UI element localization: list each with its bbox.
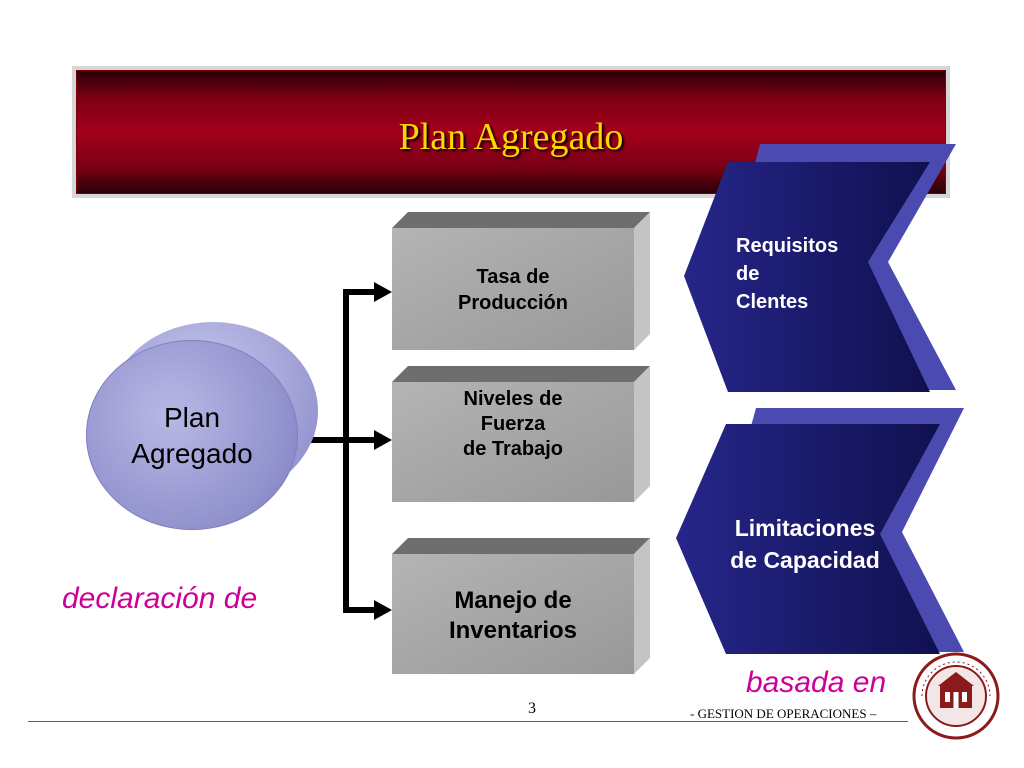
chevron-requisitos-line3: Clentes (736, 291, 809, 313)
chevron-requisitos-line1: Requisitos (736, 235, 839, 257)
box-niveles-label: Niveles de Fuerza de Trabajo (392, 387, 634, 462)
box-manejo-line2: Inventarios (448, 617, 578, 644)
box-niveles-fuerza (392, 366, 650, 502)
footer-course-label: - GESTION DE OPERACIONES – (690, 706, 877, 721)
disc-label-line1: Plan (163, 402, 221, 433)
box-tasa-label: Tasa de Producción (392, 264, 634, 316)
chevron-requisitos-label: Requisitos de Clentes (736, 232, 838, 316)
chevron-limitaciones-label: Limitaciones de Capacidad (700, 512, 910, 576)
connector-arrows (298, 289, 376, 613)
disc-label: Plan Agregado (86, 400, 298, 472)
box-manejo-inventarios (392, 538, 650, 674)
plan-agregado-disc (86, 340, 298, 530)
box-tasa-line2: Producción (457, 292, 568, 314)
arrow-heads (374, 282, 392, 620)
box-niveles-line3: de Trabajo (462, 438, 564, 460)
box-niveles-line1: Niveles de (463, 388, 563, 410)
box-manejo-line1: Manejo de (454, 587, 572, 614)
note-basada: basada en (746, 666, 887, 699)
footer-divider (28, 721, 908, 722)
university-seal-icon (912, 652, 1000, 740)
chevron-limitaciones-line1: Limitaciones (734, 515, 876, 541)
note-declaracion: declaración de (62, 582, 258, 615)
chevron-limitaciones (676, 408, 964, 654)
box-tasa-line1: Tasa de (476, 266, 550, 288)
box-niveles-line2: Fuerza (480, 413, 546, 435)
disc-label-line2: Agregado (131, 438, 253, 469)
box-manejo-label: Manejo de Inventarios (392, 586, 634, 646)
box-tasa-produccion (392, 212, 650, 350)
chevron-requisitos-line2: de (736, 263, 760, 285)
chevron-limitaciones-line2: de Capacidad (730, 547, 880, 573)
page-number: 3 (528, 700, 536, 717)
title-banner: Plan Agregado (72, 66, 950, 198)
page-title: Plan Agregado (398, 116, 624, 158)
chevron-requisitos (684, 144, 956, 392)
